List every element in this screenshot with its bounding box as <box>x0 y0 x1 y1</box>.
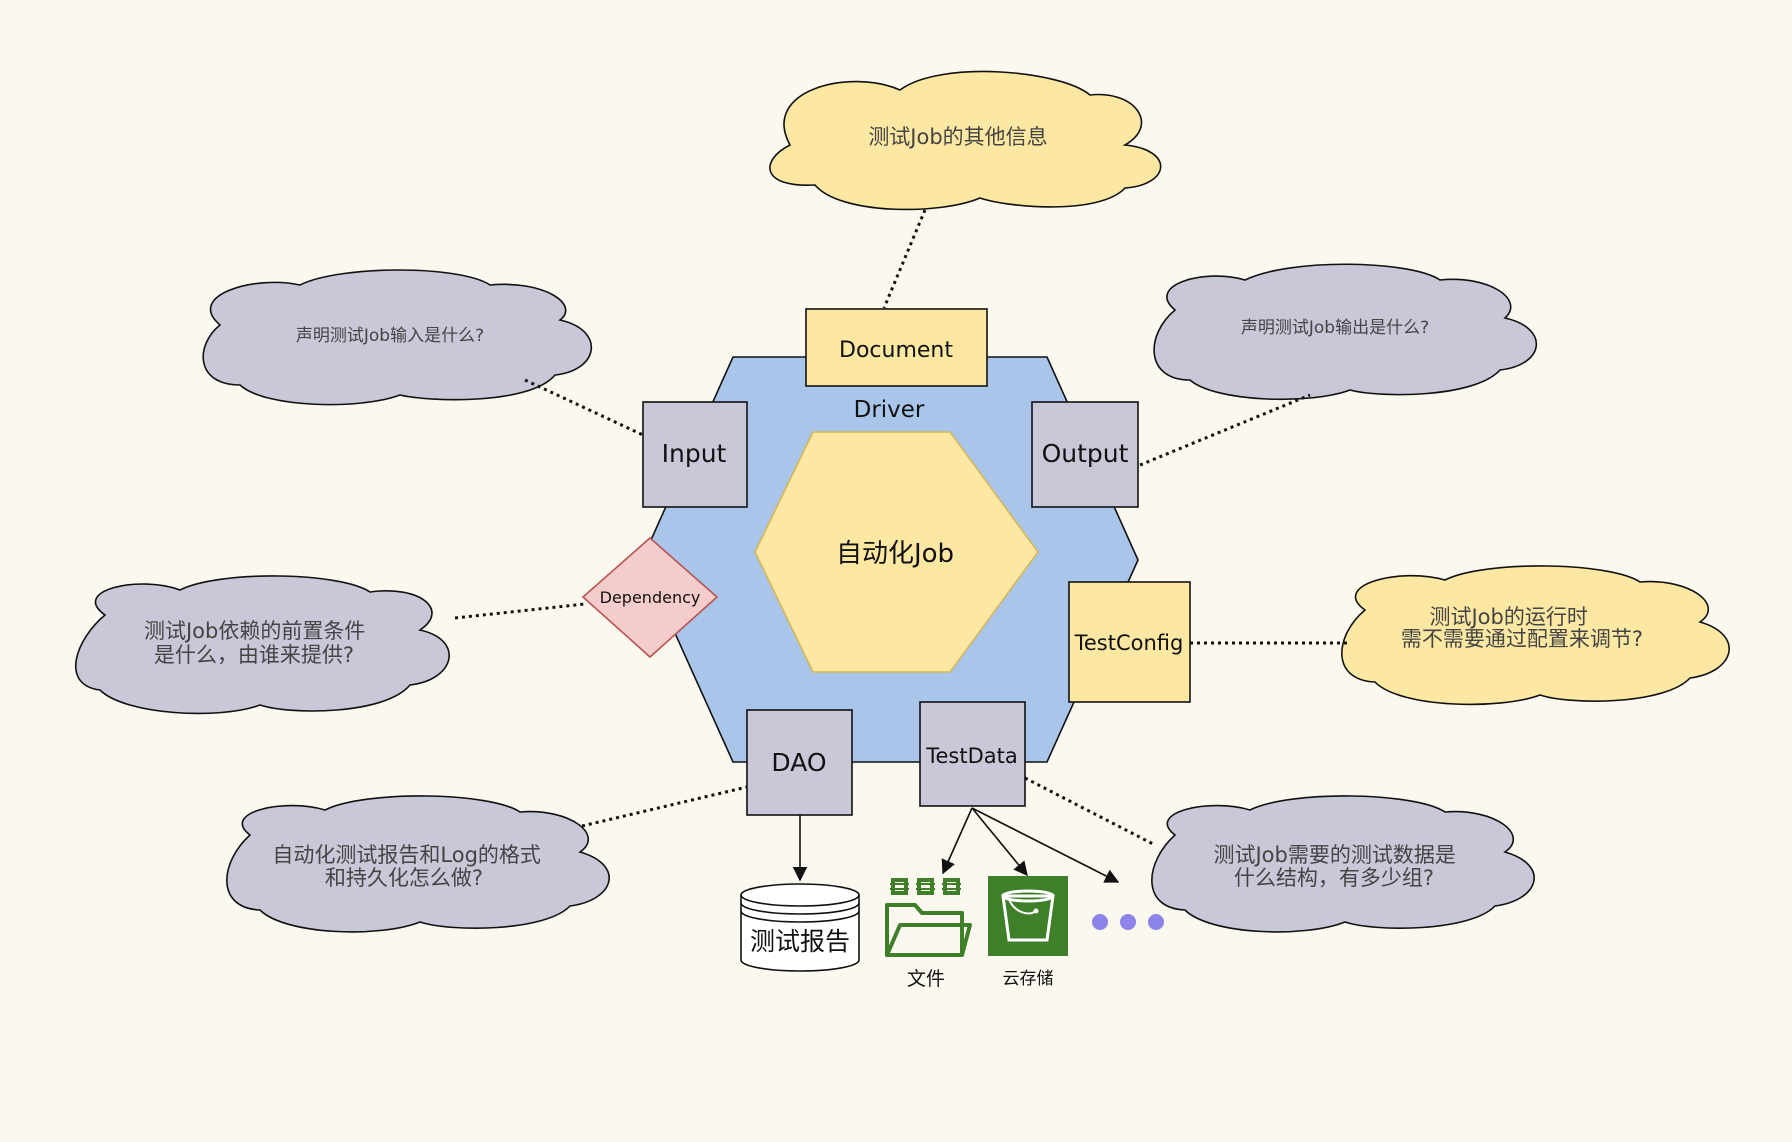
dotted-connectors <box>454 209 1348 847</box>
cloud-testconfig-runtime: 测试Job的运行时 需不需要通过配置来调节? <box>1341 565 1730 706</box>
cloud-storage: 云存储 <box>988 876 1068 989</box>
arrow-testdata-to-more <box>971 807 1120 883</box>
port-testdata: TestData <box>919 701 1026 807</box>
port-box <box>746 709 853 816</box>
solid-arrows <box>792 807 1120 883</box>
database-rim <box>740 894 860 907</box>
port-dependency: Dependency <box>581 536 719 659</box>
database-rim <box>740 902 860 915</box>
chip-pins <box>890 883 961 890</box>
note-line: 是什么，由谁来提供? <box>154 643 354 667</box>
database-label: 测试报告 <box>750 927 850 956</box>
port-diamond <box>581 536 719 659</box>
test-report-database: 测试报告 <box>740 883 860 972</box>
connector-dependency <box>454 602 586 620</box>
bucket-icon-background <box>988 876 1068 956</box>
note-line: 测试Job的运行时 <box>1429 605 1587 629</box>
svg-text:测试Job的运行时 需不需要通过配置来调节?: 测试Job的运行时 需不需要通过配置来调节? <box>1401 605 1643 651</box>
cloud-shape <box>74 575 450 715</box>
note-line: 测试Job依赖的前置条件 <box>144 619 365 643</box>
cloud-storage-label: 云存储 <box>1003 969 1054 989</box>
arrow-testdata-to-cloud <box>971 807 1028 877</box>
port-box <box>919 701 1026 807</box>
core-job-hexagon <box>754 431 1039 673</box>
svg-text:测试Job需要的测试数据是 什么结构，有多少组?: 测试Job需要的测试数据是 什么结构，有多少组? <box>1213 843 1462 890</box>
dot <box>1148 914 1164 930</box>
note-line: 和持久化怎么做? <box>325 866 483 890</box>
chip-icon <box>891 878 908 895</box>
connector-dao <box>581 785 748 828</box>
svg-text:声明测试Job输入是什么?: 声明测试Job输入是什么? <box>296 326 484 346</box>
cloud-output-declare: 声明测试Job输出是什么? <box>1153 263 1538 401</box>
file-label: 文件 <box>907 968 945 990</box>
svg-text:声明测试Job输出是什么?: 声明测试Job输出是什么? <box>1241 318 1429 338</box>
port-dao: DAO <box>746 709 853 816</box>
port-document: Document <box>805 308 988 387</box>
bucket-rim <box>1001 889 1055 903</box>
port-label: TestConfig <box>1074 631 1184 655</box>
chip-icons <box>891 878 960 895</box>
note-line: 测试Job需要的测试数据是 <box>1213 843 1455 867</box>
port-label: TestData <box>925 744 1018 768</box>
connector-testdata <box>1024 776 1156 847</box>
chip-icon <box>943 878 960 895</box>
note-line: 测试Job的其他信息 <box>868 125 1047 149</box>
connector-input <box>524 378 644 437</box>
port-label: DAO <box>771 748 826 777</box>
note-line: 什么结构，有多少组? <box>1234 866 1434 890</box>
core-job-label: 自动化Job <box>836 539 954 569</box>
cloud-dao-report-format: 自动化测试报告和Log的格式 和持久化怎么做? <box>226 795 610 933</box>
connector-output <box>1139 393 1311 467</box>
cloud-shape <box>226 795 610 933</box>
note-line: 自动化测试报告和Log的格式 <box>272 843 541 867</box>
connector-document <box>882 209 927 309</box>
cloud-input-declare: 声明测试Job输入是什么? <box>202 269 593 406</box>
port-testconfig: TestConfig <box>1068 581 1191 703</box>
note-line: 需不需要通过配置来调节? <box>1401 627 1643 651</box>
driver-label: Driver <box>854 397 925 423</box>
port-box <box>642 401 748 508</box>
port-box <box>1031 401 1139 508</box>
chip-icon <box>917 878 934 895</box>
port-input: Input <box>642 401 748 508</box>
port-output: Output <box>1031 401 1139 508</box>
port-label: Document <box>839 338 953 363</box>
cloud-shape <box>769 70 1162 211</box>
port-label: Input <box>662 439 727 468</box>
bucket-handle-knob <box>1033 908 1039 914</box>
dot <box>1092 914 1108 930</box>
svg-text:自动化测试报告和Log的格式 和持久化怎么做?: 自动化测试报告和Log的格式 和持久化怎么做? <box>272 843 547 890</box>
note-line: 声明测试Job输入是什么? <box>296 326 484 346</box>
svg-text:测试Job的其他信息: 测试Job的其他信息 <box>868 125 1047 149</box>
cloud-shape <box>1153 263 1538 401</box>
note-line: 声明测试Job输出是什么? <box>1241 318 1429 338</box>
port-box <box>805 308 988 387</box>
port-label: Output <box>1042 439 1129 468</box>
more-items-dots <box>1092 914 1164 930</box>
cloud-shape <box>1151 795 1535 933</box>
arrow-testdata-to-file <box>941 807 973 875</box>
folder-front-icon <box>885 923 972 957</box>
cloud-dependency-precondition: 测试Job依赖的前置条件 是什么，由谁来提供? <box>74 575 450 715</box>
port-label: Dependency <box>600 588 701 607</box>
cloud-shape <box>202 269 593 406</box>
cloud-document-info: 测试Job的其他信息 <box>769 70 1162 211</box>
dot <box>1120 914 1136 930</box>
port-box <box>1068 581 1191 703</box>
file-storage: 文件 <box>885 878 972 990</box>
database-icon <box>740 883 860 972</box>
svg-text:测试Job依赖的前置条件 是什么，由谁来提供?: 测试Job依赖的前置条件 是什么，由谁来提供? <box>144 619 372 667</box>
cloud-shape <box>1341 565 1730 706</box>
database-rim <box>740 910 860 923</box>
bucket-icon <box>1001 894 1055 942</box>
cloud-testdata-structure: 测试Job需要的测试数据是 什么结构，有多少组? <box>1151 795 1535 933</box>
bucket-handle <box>1007 895 1035 915</box>
